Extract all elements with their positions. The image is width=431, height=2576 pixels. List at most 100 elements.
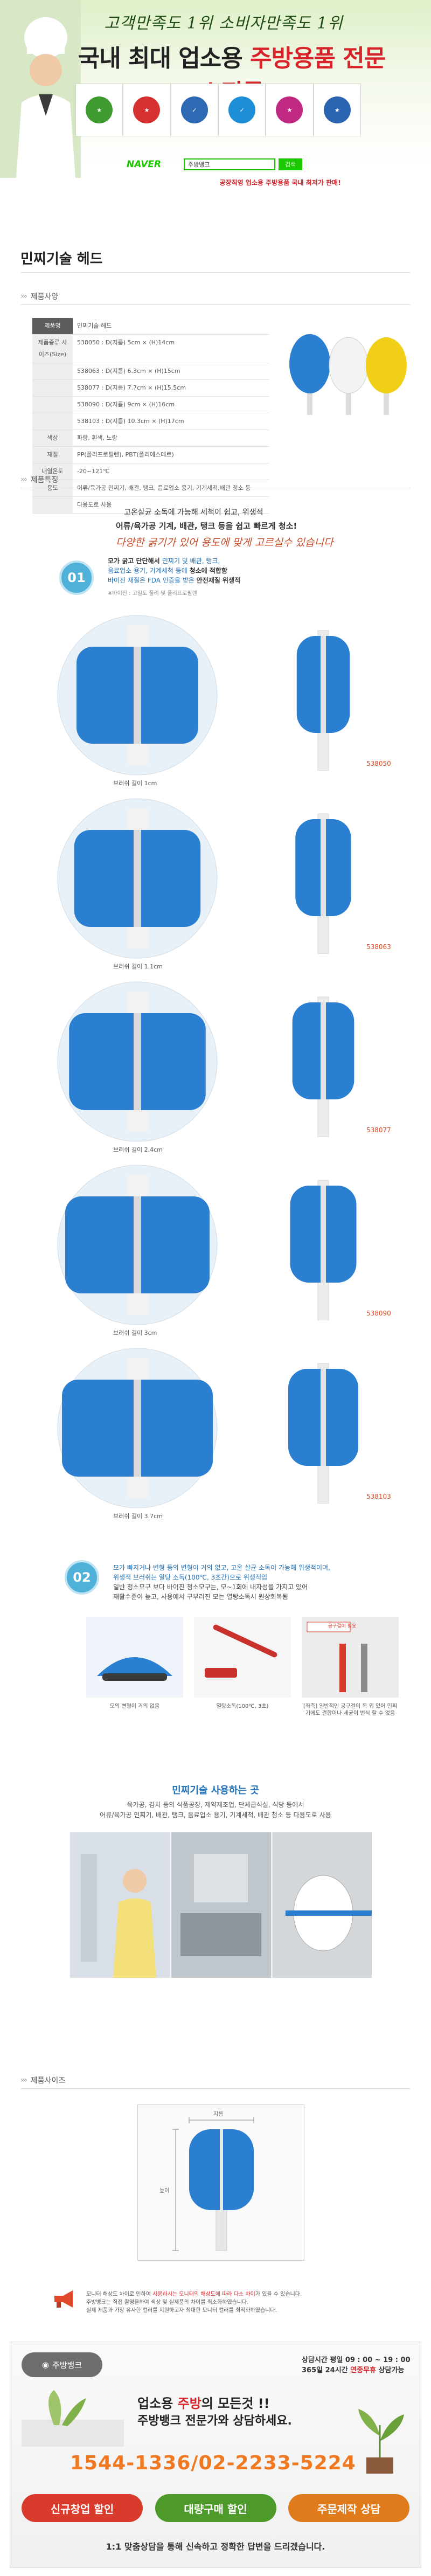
header-slogan: 고객만족도 1위 소비자만족도 1위: [104, 14, 343, 33]
list-item: 바이진 재질은 FDA 인증을 받은 안전재질 위생적: [108, 576, 377, 585]
spec-key: 재질: [32, 446, 73, 463]
arrows-icon: ›››: [20, 475, 27, 484]
bullet-blue: 음료업소 용기, 기계세척 등에: [108, 567, 190, 574]
spec-value: 어류/육가공 민찌기, 배관, 탱크, 음료업소 용기, 기계세척,배관 청소 …: [73, 480, 269, 497]
feature1-number: 01: [59, 560, 94, 595]
award-icon: ★: [276, 96, 303, 123]
footer-line2: 주방뱅크 전문가와 상담하세요.: [137, 2414, 292, 2428]
table-row: 538077 : D(지름) 7.7cm × (H)15.5cm: [32, 379, 269, 397]
spec-key: [32, 413, 73, 430]
brush-closeup-photo: [57, 1348, 218, 1508]
table-row: 538090 : D(지름) 9cm × (H)16cm: [32, 396, 269, 413]
feature2-photo-1: 모의 변형이 거의 없음: [86, 1617, 183, 1735]
brush-product-photo: [290, 1180, 357, 1320]
brush-photo: [194, 1617, 291, 1698]
usage-title: 민찌기술 사용하는 곳: [172, 1785, 259, 1796]
footer-line1: 업소용 주방의 모든것 !!: [137, 2393, 270, 2412]
spec-value: 538063 : D(지름) 6.3cm × (H)15cm: [73, 363, 269, 380]
divider: [20, 304, 411, 305]
bullet-pre: 모가 굵고 단단해서: [108, 557, 162, 565]
spec-key: [32, 363, 73, 380]
footer-phone: 1544-1336/02-2233-5224: [70, 2452, 356, 2474]
spec-value: 538103 : D(지름) 10.3cm × (H)17cm: [73, 413, 269, 430]
spec-value: 다용도로 사용: [73, 496, 269, 514]
feature2-caption-2: 열탕소독(100℃, 3초): [216, 1704, 269, 1709]
brush-closeup-photo: [57, 1165, 218, 1325]
brush-product-code: 538063: [366, 943, 391, 951]
brush-closeup-photo: [57, 615, 218, 775]
brush-closeup-photo: [57, 981, 218, 1142]
usage-line1: 육가공, 김치 등의 식품공장, 제약제조업, 단체급식실, 식당 등에서: [127, 1801, 304, 1809]
spec-key: [32, 496, 73, 514]
section-size-heading: ››› 제품사이즈: [20, 2075, 65, 2086]
brush-product-code: 538090: [366, 1310, 391, 1317]
hours1: 09 : 00 ~ 19 : 00: [345, 2356, 411, 2364]
divider: [20, 2088, 411, 2089]
feature2-photo-2: 열탕소독(100℃, 3초): [194, 1617, 291, 1735]
feature1-note: ※바이진 : 고밀도 폴리 및 폴리프로필렌: [108, 591, 197, 597]
notice-line3: 실제 제품과 가장 유사한 컬러를 지원하고자 최대한 모니터 컬러를 최적화하…: [86, 2308, 277, 2314]
footer-logo: ◉ 주방뱅크: [22, 2352, 102, 2377]
bullet-blue: 바이진 재질은 FDA 인증을 받은: [108, 577, 197, 584]
footer-buttons: 신규창업 할인 대량구매 할인 주문제작 상담: [22, 2494, 409, 2522]
bullet-post: 청소에 적합함: [189, 567, 227, 574]
usage-photo-kitchen: [171, 1832, 271, 1978]
page-title: 민찌기술 헤드: [20, 251, 103, 267]
search-input[interactable]: [184, 158, 275, 170]
badge-6: ★: [313, 84, 361, 136]
usage-photo-pipe: [273, 1832, 372, 1978]
table-row: 538063 : D(지름) 6.3cm × (H)15cm: [32, 363, 269, 380]
usage-text: 육가공, 김치 등의 식품공장, 제약제조업, 단체급식실, 식당 등에서 어류…: [81, 1800, 350, 1820]
award-icon: ★: [323, 96, 351, 123]
brush-product-code: 538103: [366, 1493, 391, 1500]
brush-blue: [289, 334, 330, 415]
size-width-label: 지름: [213, 2111, 224, 2117]
bullet-blue: 민찌기 및 배관, 탱크,: [162, 557, 220, 565]
list-item: 모가 굵고 단단해서 민찌기 및 배관, 탱크,: [108, 556, 377, 566]
size-diagram: [172, 2117, 254, 2251]
naver-logo: NAVER: [127, 159, 162, 170]
hours2-pre: 365일 24시간: [302, 2366, 351, 2374]
divider: [20, 272, 411, 273]
notice-text: 모니터 해상도 차이로 인하여 사용하시는 모니터의 해상도에 따라 다소 차이…: [86, 2290, 377, 2315]
plant-icon: [22, 2390, 124, 2447]
list-item: 음료업소 용기, 기계세척 등에 청소에 적합함: [108, 566, 377, 576]
naver-search: NAVER 검색: [127, 157, 321, 171]
bulk-purchase-discount-button[interactable]: 대량구매 할인: [155, 2494, 276, 2522]
size-height-label: 높이: [159, 2188, 170, 2194]
product-photo-three-colors: [289, 334, 407, 415]
spec-value: 파랑, 흰색, 노랑: [73, 430, 269, 447]
feature2-caption-3: [좌측] 일반적인 공구걸이 목 위 있어 민찌기에도 결합이나 세균이 번식 …: [303, 1704, 398, 1716]
table-row: 제품종류 사이즈(Size)538050 : D(지름) 5cm × (H)14…: [32, 334, 269, 363]
footer-bottom-text: 1:1 맞춤상담을 통해 신속하고 정확한 답변을 드리겠습니다.: [106, 2542, 325, 2552]
flower-icon: [358, 2409, 404, 2474]
brush-row: 브러쉬 길이 3.7cm 538103: [48, 1347, 393, 1525]
new-store-discount-button[interactable]: 신규창업 할인: [22, 2494, 143, 2522]
brush-photo: [86, 1617, 183, 1698]
brush-product-photo: [288, 1363, 358, 1504]
line1-post: 의 모든것 !!: [201, 2396, 270, 2411]
custom-order-button[interactable]: 주문제작 상담: [288, 2494, 409, 2522]
usage-line2: 어류/육가공 민찌기, 배관, 탱크, 음료업소 용기, 기계세척, 배관 청소…: [100, 1811, 331, 1819]
usage-photo-worker: [70, 1832, 170, 1978]
brush-product-photo: [295, 813, 351, 954]
spec-key: 제품종류 사이즈(Size): [32, 334, 73, 363]
section-spec-label: 제품사양: [30, 293, 59, 301]
hanger-photo: [302, 1617, 399, 1698]
hours2-post: 상담가능: [376, 2366, 405, 2374]
search-button[interactable]: 검색: [279, 158, 302, 170]
brush-length-caption: 브러쉬 길이 3.7cm: [113, 1513, 163, 1520]
feature2-caption-1: 모의 변형이 거의 없음: [109, 1704, 160, 1709]
brush-length-caption: 브러쉬 길이 1cm: [113, 780, 157, 787]
table-row: 내열온도-20~121℃: [32, 463, 269, 480]
line1-pre: 업소용: [137, 2396, 178, 2411]
spec-value: 538090 : D(지름) 9cm × (H)16cm: [73, 396, 269, 413]
hours2-red: 연중무휴: [350, 2366, 377, 2374]
feature1-bullets: 모가 굵고 단단해서 민찌기 및 배관, 탱크, 음료업소 용기, 기계세척 등…: [108, 556, 377, 585]
section-feature-heading: ››› 제품특징: [20, 474, 58, 485]
feature1-line3: 다양한 굵기가 있어 용도에 맞게 고르실수 있습니다: [116, 537, 333, 549]
usage-photos: [70, 1832, 372, 1978]
